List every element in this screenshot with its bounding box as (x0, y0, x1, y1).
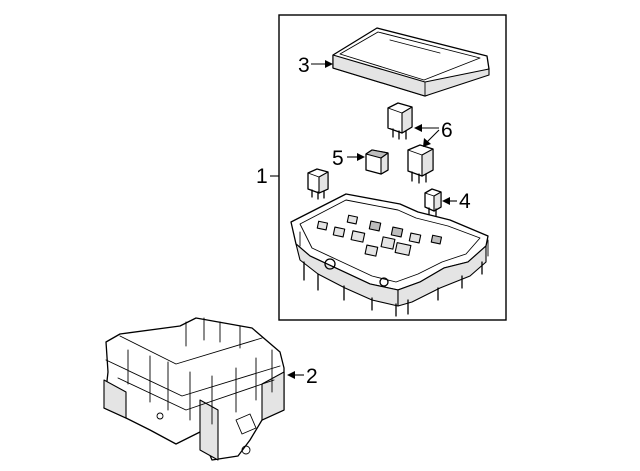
callout-6-arrow-b-icon (423, 138, 431, 147)
callout-5-label: 5 (332, 147, 344, 170)
callout-6-leader-b (425, 129, 440, 144)
fuse-box-cover (332, 27, 490, 97)
callout-4-arrow-icon (442, 197, 450, 205)
mounting-bracket (103, 317, 285, 461)
relay-large-lower (407, 144, 434, 184)
callout-2[interactable]: 2 (287, 365, 318, 388)
callout-4[interactable]: 4 (442, 190, 471, 213)
callout-5-arrow-icon (357, 153, 365, 161)
relay-small-left (307, 168, 329, 200)
assembly-frame (278, 14, 507, 321)
callout-4-label: 4 (459, 190, 471, 213)
callout-5[interactable]: 5 (332, 147, 365, 170)
callout-6-label: 6 (441, 119, 453, 142)
callout-3-label: 3 (298, 54, 310, 77)
callout-1-label: 1 (256, 165, 268, 188)
fuse-block-base (290, 193, 489, 317)
callout-1[interactable]: 1 (256, 165, 279, 188)
callout-2-arrow-icon (287, 371, 295, 379)
callout-6[interactable]: 6 (414, 119, 453, 147)
callout-6-arrow-a-icon (414, 124, 422, 132)
relay-micro (424, 188, 442, 217)
relay-large-upper (387, 102, 413, 140)
callout-3[interactable]: 3 (298, 54, 333, 77)
mini-fuse (365, 149, 389, 175)
callout-3-arrow-icon (325, 60, 333, 68)
callout-2-label: 2 (306, 365, 318, 388)
